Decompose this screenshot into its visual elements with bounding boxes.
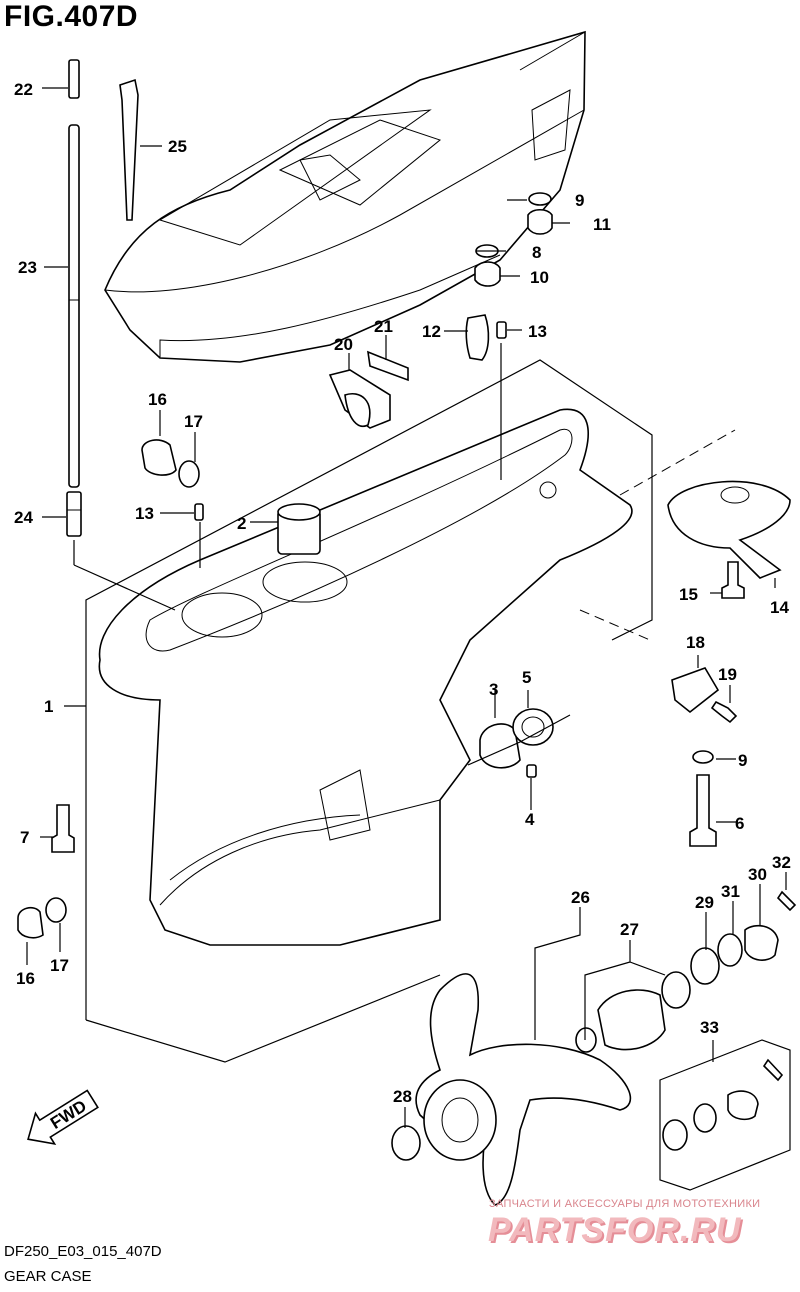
callout-6: 6 (735, 814, 744, 833)
cotter-pin-part (776, 890, 797, 912)
plug-part (141, 439, 177, 476)
propeller-nut-part (727, 1090, 759, 1121)
washer-part (717, 933, 743, 967)
propeller-nut-part (744, 924, 779, 961)
callout-16-lower: 16 (16, 969, 35, 988)
callout-33: 33 (700, 1018, 719, 1037)
dash-guide (579, 609, 651, 641)
callout-1: 1 (44, 697, 53, 716)
callout-9-lower: 9 (738, 751, 747, 770)
dash-guide (619, 429, 736, 496)
callout-17-lower: 17 (50, 956, 69, 975)
callout-21: 21 (374, 317, 393, 336)
spacer-part (693, 1103, 717, 1133)
spacer-part (690, 947, 720, 985)
callout-5: 5 (522, 668, 531, 687)
shift-rod-part (66, 59, 82, 537)
bolt-part (721, 561, 745, 599)
plate-part (344, 393, 371, 427)
callout-29: 29 (695, 893, 714, 912)
gasket-part (45, 897, 67, 923)
washer-part (661, 971, 691, 1009)
callout-13-top: 13 (528, 322, 547, 341)
callout-2: 2 (237, 514, 246, 533)
callout-12: 12 (422, 322, 441, 341)
spacer-part (575, 1027, 597, 1053)
callout-3: 3 (489, 680, 498, 699)
callout-31: 31 (721, 882, 740, 901)
figure-title: FIG.407D (4, 0, 139, 33)
adjust-plate-part (671, 667, 720, 714)
callout-10: 10 (530, 268, 549, 287)
holder-part (367, 350, 409, 382)
callout-labels: 22 25 23 24 1 9 11 8 10 21 20 12 13 16 1… (14, 80, 791, 1106)
callout-17-top: 17 (184, 412, 203, 431)
callout-11: 11 (593, 215, 611, 234)
exploded-frame-line (85, 359, 653, 1020)
washer-part (528, 192, 552, 206)
callout-7: 7 (20, 828, 29, 847)
watermark-logo: PARTSFOR.RU (488, 1211, 742, 1249)
washer-part (692, 750, 714, 764)
callout-20: 20 (334, 335, 353, 354)
bearing-sleeve-part (277, 503, 321, 555)
callout-23: 23 (18, 258, 37, 277)
callout-30: 30 (748, 865, 767, 884)
callout-28: 28 (393, 1087, 412, 1106)
bolt-part (51, 804, 75, 853)
washer-part (662, 1119, 688, 1151)
callout-14: 14 (770, 598, 789, 617)
callout-19: 19 (718, 665, 737, 684)
watermark-tagline: ЗАПЧАСТИ И АКСЕССУАРЫ ДЛЯ МОТОТЕХНИКИ (489, 1198, 761, 1210)
gasket-part (178, 460, 200, 488)
callout-32: 32 (772, 853, 791, 872)
diagram-code: DF250_E03_015_407D (4, 1243, 162, 1260)
callout-9-top: 9 (575, 191, 584, 210)
pin-part (526, 764, 537, 778)
anode-clip-part (465, 314, 490, 361)
callout-27: 27 (620, 920, 639, 939)
thrust-washer-part (391, 1125, 421, 1161)
leader-lines (26, 87, 787, 1128)
callout-13: 13 (135, 504, 154, 523)
plug-part (17, 906, 44, 939)
nut-part (474, 261, 501, 287)
callout-22: 22 (14, 80, 33, 99)
gear-case-housing-part (98, 408, 633, 946)
callout-24: 24 (14, 508, 33, 527)
forward-direction-arrow: FWD (27, 1089, 99, 1145)
screw-part (710, 700, 738, 724)
callout-8: 8 (532, 243, 541, 262)
upper-cover-part (104, 30, 586, 363)
bearing-housing-part (479, 723, 521, 769)
callout-16-top: 16 (148, 390, 167, 409)
callout-25: 25 (168, 137, 187, 156)
exploded-frame-line-lower (85, 974, 441, 1063)
cotter-pin-part (762, 1058, 784, 1082)
callout-15: 15 (679, 585, 698, 604)
cable-tie-part (119, 78, 139, 221)
bolt-part (689, 774, 717, 847)
diagram-name: GEAR CASE (4, 1268, 92, 1285)
bushing-part (597, 989, 666, 1051)
nut-part (527, 208, 553, 235)
callout-18: 18 (686, 633, 705, 652)
propeller-part (415, 973, 632, 1206)
leader (467, 714, 571, 766)
pin-part (496, 321, 507, 339)
callout-4: 4 (525, 810, 535, 829)
callout-26: 26 (571, 888, 590, 907)
kit-box-frame (659, 1039, 791, 1191)
pin-part (194, 503, 204, 521)
bearing-part (512, 708, 554, 746)
trim-tab-part (667, 480, 791, 579)
